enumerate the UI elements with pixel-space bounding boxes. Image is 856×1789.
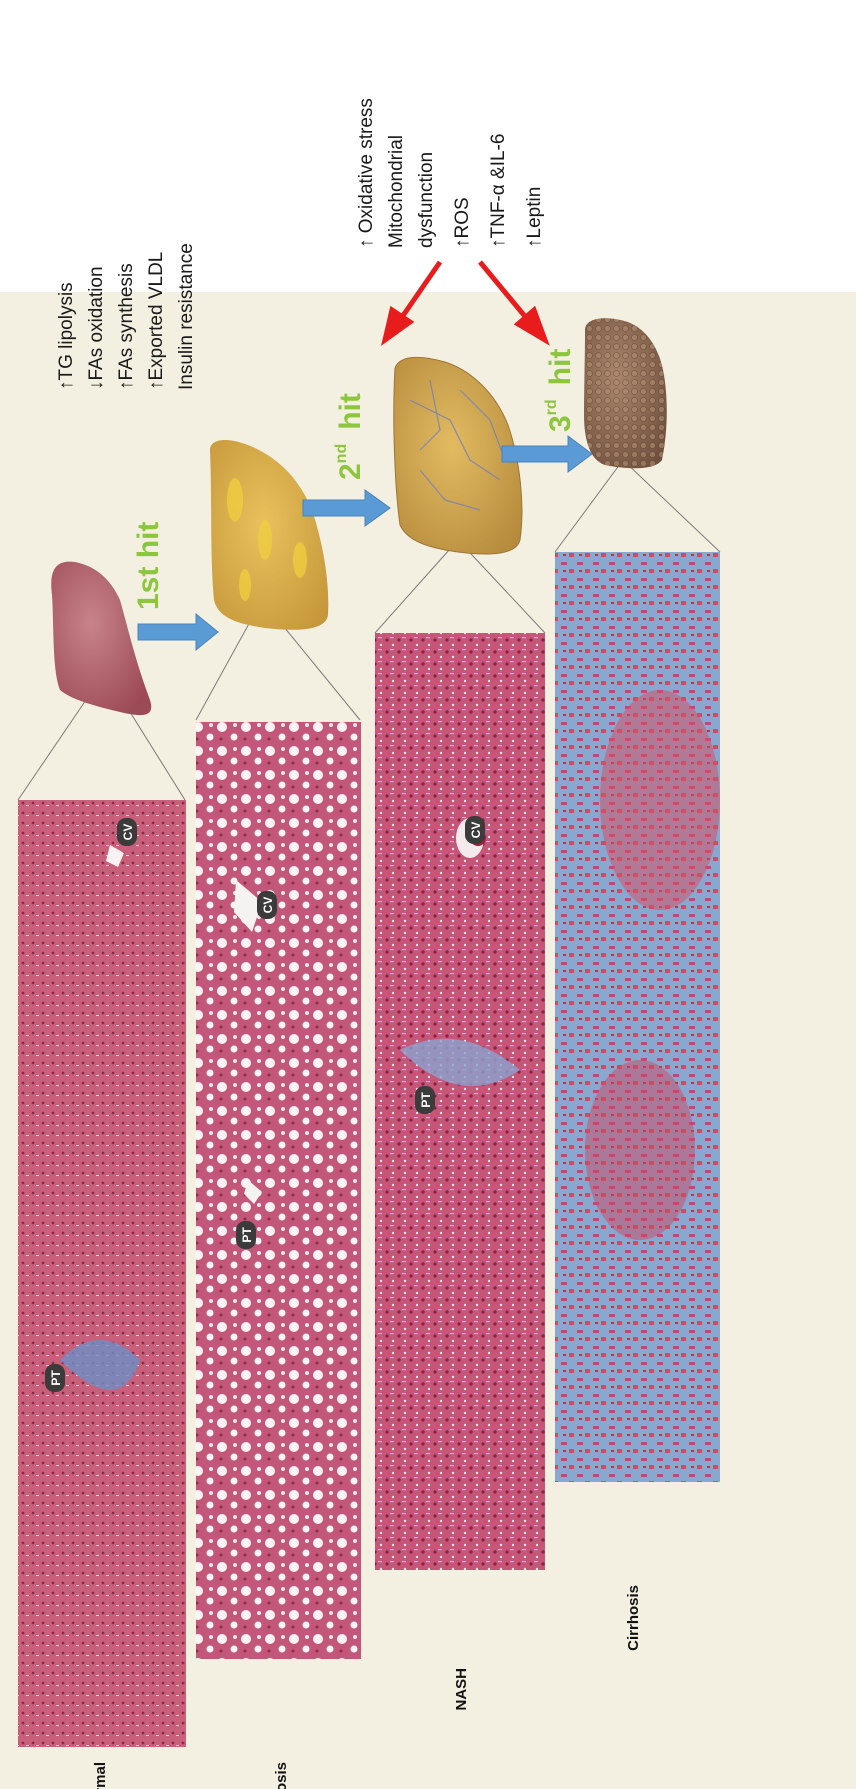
first-hit-factor: ↑TG lipolysis (56, 282, 77, 390)
first-hit-label: 1st hit (132, 522, 165, 610)
first-hit-factor: Insulin resistance (176, 243, 197, 390)
second-hit-factor: dysfunction (416, 152, 437, 248)
slide-cirrhosis (555, 552, 720, 1482)
marker-steatosis-cv: CV (261, 897, 275, 914)
marker-normal-cv: CV (121, 824, 135, 841)
stage-label-cirrhosis: Cirrhosis (625, 1585, 642, 1651)
first-hit-factor: ↓FAs oxidation (86, 266, 107, 390)
first-hit-factor: ↑Exported VLDL (146, 252, 167, 390)
stage-label-normal: Normal (92, 1762, 109, 1789)
slide-normal (18, 800, 186, 1747)
slide-steatosis (196, 722, 361, 1659)
marker-nash-pt: PT (419, 1092, 433, 1108)
slide-nash (375, 633, 545, 1570)
second-hit-factor: ↑ Oxidative stress (356, 98, 377, 248)
marker-steatosis-pt: PT (240, 1227, 254, 1243)
stage-label-steatosis: Steatosis (273, 1762, 290, 1789)
second-hit-factor: ↑Leptin (524, 187, 545, 248)
second-hit-factor-list: ↑ Oxidative stress Mitochondrial dysfunc… (356, 98, 545, 248)
second-hit-factor: ↑TNF-α &IL-6 (488, 134, 509, 248)
marker-normal-pt: PT (49, 1370, 63, 1386)
stage-label-nash: NASH (453, 1668, 470, 1711)
first-hit-factor: ↑FAs synthesis (116, 263, 137, 390)
second-hit-factor: Mitochondrial (386, 135, 407, 248)
marker-nash-cv: CV (469, 822, 483, 839)
second-hit-factor: ↑ROS (452, 197, 473, 248)
